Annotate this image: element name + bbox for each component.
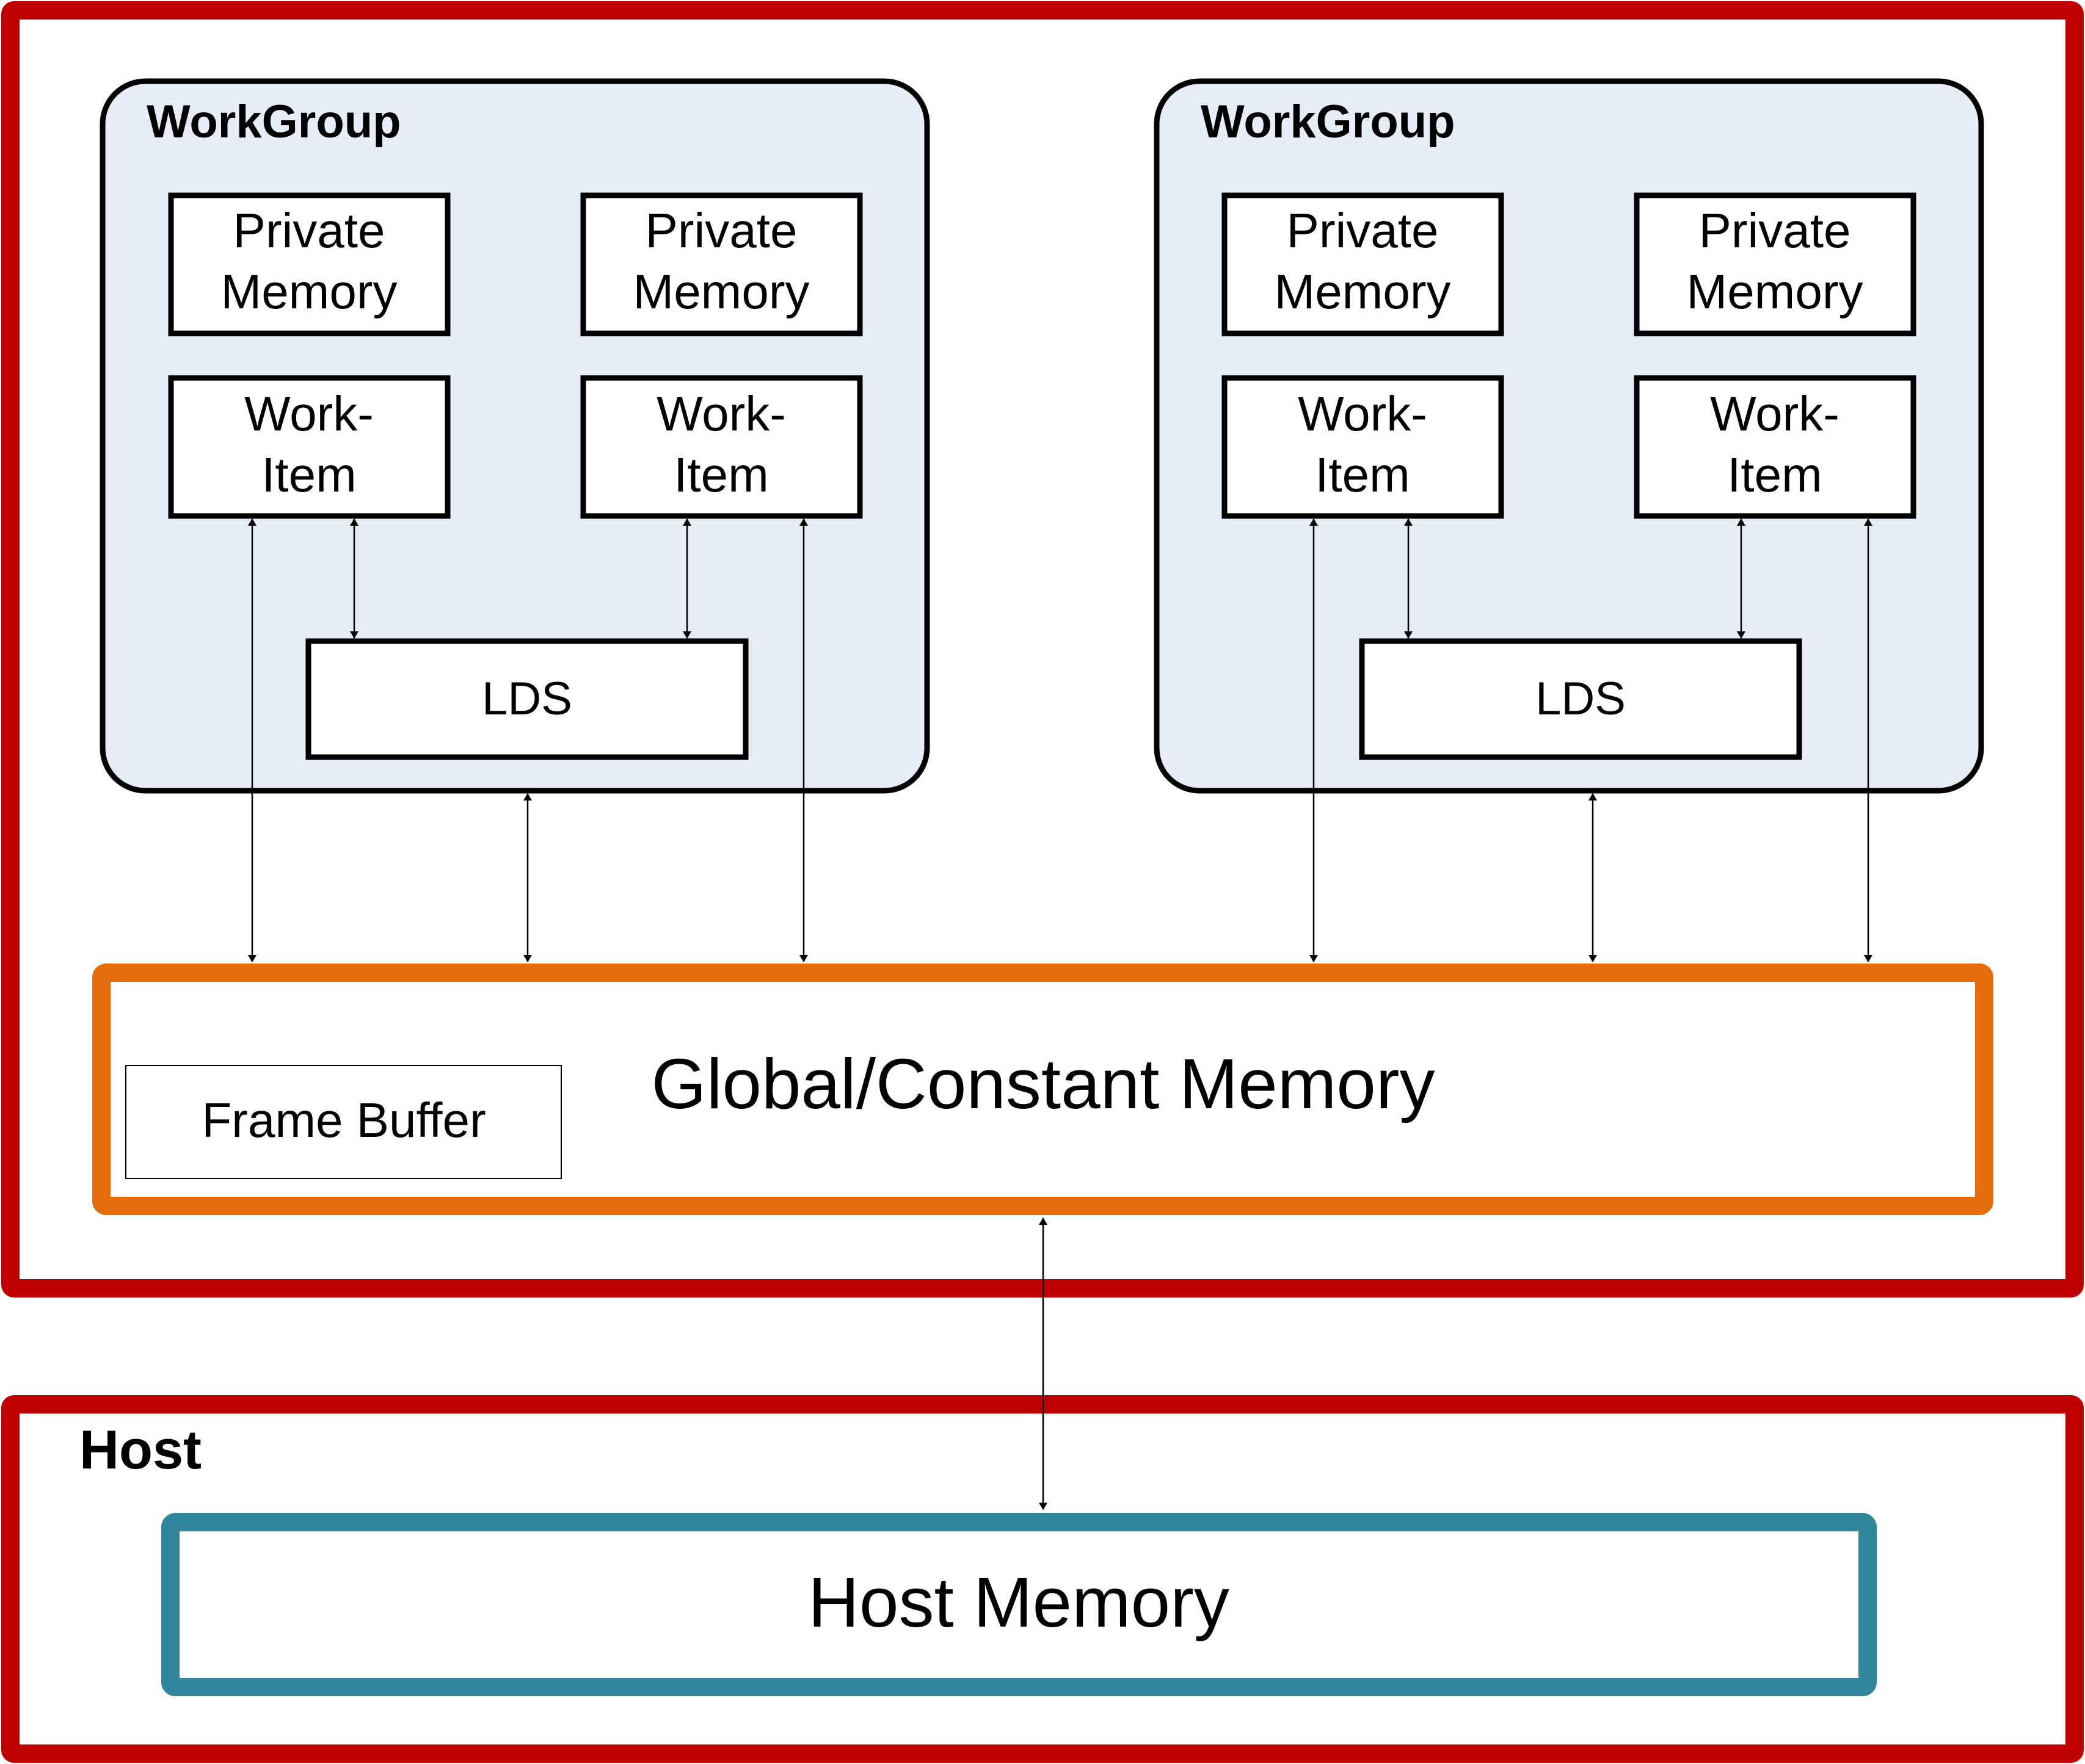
host-title: Host — [79, 1420, 202, 1481]
host-memory-label: Host Memory — [808, 1563, 1229, 1642]
work-item-label: Work- — [244, 387, 374, 441]
workgroup-title: WorkGroup — [1201, 96, 1455, 148]
lds-box — [1359, 638, 1802, 760]
global-memory-box — [92, 964, 1993, 1215]
work-item-label: Item — [674, 448, 769, 502]
private-memory-label: Memory — [633, 264, 810, 319]
workgroup-1: WorkGroup Private Memory Private Memory … — [100, 78, 930, 794]
work-item-label: Item — [261, 448, 357, 502]
work-item-box — [168, 375, 451, 519]
frame-buffer-label: Frame Buffer — [202, 1093, 486, 1147]
workgroup-title: WorkGroup — [147, 96, 401, 148]
lds-label: LDS — [482, 673, 572, 725]
private-memory-label: Memory — [221, 264, 398, 319]
work-item-box — [1221, 375, 1504, 519]
private-memory-label: Memory — [1275, 264, 1451, 319]
work-item-box — [1634, 375, 1916, 519]
private-memory-label: Memory — [1687, 264, 1863, 319]
private-memory-label: Private — [1699, 203, 1851, 258]
lds-box — [305, 638, 749, 760]
private-memory-label: Private — [646, 203, 798, 258]
global-memory-label: Global/Constant Memory — [652, 1044, 1435, 1123]
private-memory-label: Private — [1287, 203, 1439, 258]
workgroup-2: WorkGroup Private Memory Private Memory … — [1154, 78, 1984, 794]
work-item-label: Work- — [1298, 387, 1427, 441]
private-memory-box — [168, 192, 451, 336]
frame-buffer-box — [125, 1065, 562, 1179]
work-item-label: Work- — [1710, 387, 1839, 441]
work-item-label: Item — [1315, 448, 1410, 502]
work-item-label: Item — [1727, 448, 1822, 502]
private-memory-label: Private — [233, 203, 385, 258]
host-memory-box — [161, 1513, 1877, 1696]
work-item-box — [580, 375, 863, 519]
lds-label: LDS — [1535, 673, 1626, 725]
global-memory: Global/Constant Memory Frame Buffer — [92, 964, 1993, 1215]
private-memory-box — [580, 192, 863, 336]
private-memory-box — [1634, 192, 1916, 336]
private-memory-box — [1221, 192, 1504, 336]
work-item-label: Work- — [657, 387, 786, 441]
